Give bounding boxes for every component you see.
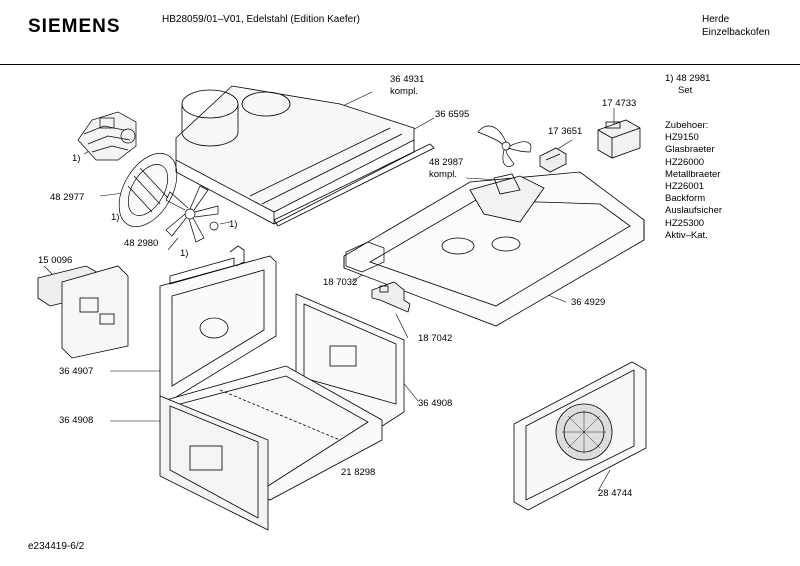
door-latch (371, 281, 411, 313)
accessory-item: HZ26001 (665, 181, 705, 193)
part-364931: 36 4931 (390, 74, 425, 85)
footnote-ref-1: 1) (72, 153, 81, 164)
footnote-set-label: Set (678, 85, 693, 96)
cooling-fan-blade (477, 125, 532, 167)
model-title: HB28059/01–V01, Edelstahl (Edition Kaefe… (162, 14, 360, 25)
footnote-set-number: 1) 48 2981 (665, 73, 711, 84)
lamp-holder (345, 241, 385, 273)
switch-component (539, 147, 567, 173)
accessories-title: Zubehoer: (665, 120, 709, 131)
accessory-item: Auslaufsicher (665, 205, 723, 217)
top-panel (343, 171, 645, 327)
part-173651: 17 3651 (548, 126, 583, 137)
accessory-item: HZ26000 (665, 156, 705, 168)
part-187042: 18 7042 (418, 333, 453, 344)
part-150096: 15 0096 (38, 255, 73, 266)
part-364931-note: kompl. (390, 86, 418, 97)
part-364908-right: 36 4908 (418, 398, 453, 409)
slide-strip (273, 143, 435, 227)
brand-logo: SIEMENS (28, 16, 121, 37)
catalytic-panel (513, 361, 647, 511)
part-482987-note: kompl. (429, 169, 457, 180)
accessory-item: Backform (665, 193, 706, 205)
header-divider (0, 64, 800, 65)
convection-fan (165, 185, 219, 243)
control-module (37, 265, 129, 359)
transformer (597, 119, 641, 159)
side-wall-left (159, 395, 269, 531)
part-218298: 21 8298 (341, 467, 376, 478)
accessory-item: Glasbraeter (665, 144, 715, 156)
accessory-item: Aktiv–Kat. (665, 229, 708, 241)
document-id: e234419-6/2 (28, 541, 85, 552)
footnote-ref-2: 1) (111, 212, 120, 223)
part-364907: 36 4907 (59, 366, 94, 377)
part-187032: 18 7032 (323, 277, 358, 288)
accessory-item: HZ25300 (665, 217, 705, 229)
category-line-2: Einzelbackofen (702, 27, 770, 38)
part-364929: 36 4929 (571, 297, 606, 308)
accessory-item: HZ9150 (665, 132, 699, 144)
part-482987: 48 2987 (429, 157, 464, 168)
footnote-ref-4: 1) (180, 248, 189, 259)
part-284744: 28 4744 (598, 488, 633, 499)
accessories-list: Zubehoer: HZ9150 Glasbraeter HZ26000 Met… (665, 120, 722, 242)
accessory-item: Metallbraeter (665, 168, 721, 180)
fan-guard (118, 152, 178, 228)
air-duct-cover (175, 85, 415, 225)
category-line-1: Herde (702, 14, 730, 25)
part-174733: 17 4733 (602, 98, 637, 109)
part-364908-left: 36 4908 (59, 415, 94, 426)
fan-motor (77, 111, 137, 161)
part-366595: 36 6595 (435, 109, 470, 120)
footnote-ref-3: 1) (229, 219, 238, 230)
part-482980: 48 2980 (124, 238, 159, 249)
part-482977: 48 2977 (50, 192, 85, 203)
